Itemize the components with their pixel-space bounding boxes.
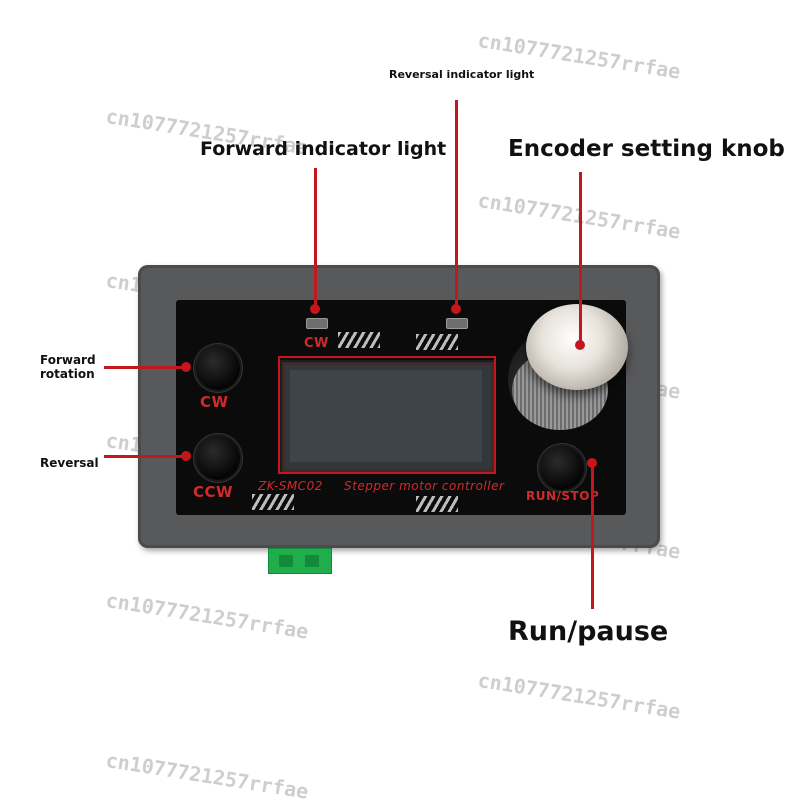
hatch-decoration (416, 334, 458, 350)
reversal-light-dot (451, 304, 461, 314)
reversal-leader (104, 455, 186, 458)
forward-rotation-dot (181, 362, 191, 372)
lcd-display-area (290, 370, 482, 462)
reversal-dot (181, 451, 191, 461)
hatch-decoration (252, 494, 294, 510)
run-pause-dot (587, 458, 597, 468)
encoder-leader (579, 172, 582, 344)
screen-frame-right (494, 356, 496, 474)
run-pause-callout: Run/pause (508, 616, 669, 647)
product-label: Stepper motor controller (344, 479, 505, 493)
hatch-decoration (338, 332, 380, 348)
terminal-pin (305, 555, 319, 567)
model-label: ZK-SMC02 (258, 479, 323, 493)
forward-light-leader (314, 168, 317, 312)
encoder-callout: Encoder setting knob (508, 136, 785, 162)
cw-button[interactable] (196, 346, 240, 390)
run-stop-button[interactable] (540, 446, 584, 490)
watermark-text: cn1077721257rrfae (104, 748, 311, 804)
forward-rotation-callout: Forward rotation (40, 353, 96, 381)
reversal-light-callout: Reversal indicator light (389, 68, 535, 81)
cw-button-label: CW (200, 393, 229, 411)
screen-frame-top (278, 356, 496, 358)
lcd-screen (280, 360, 496, 474)
reversal-callout: Reversal (40, 456, 99, 470)
forward-light-dot (310, 304, 320, 314)
reversal-light-leader (455, 100, 458, 312)
forward-light-callout: Forward indicator light (200, 138, 447, 160)
run-stop-label: RUN/STOP (526, 489, 600, 503)
terminal-connector (268, 548, 332, 574)
watermark-text: cn1077721257rrfae (104, 588, 311, 644)
terminal-pin (279, 555, 293, 567)
forward-indicator-led (306, 318, 328, 329)
screen-frame-bottom (278, 472, 496, 474)
forward-rotation-leader (104, 366, 186, 369)
hatch-decoration (416, 496, 458, 512)
reversal-indicator-led (446, 318, 468, 329)
ccw-button[interactable] (196, 436, 240, 480)
watermark-text: cn1077721257rrfae (476, 668, 683, 724)
run-pause-leader (591, 464, 594, 609)
screen-frame-left (278, 356, 280, 474)
ccw-button-label: CCW (193, 483, 234, 501)
encoder-dot (575, 340, 585, 350)
led-cw-label: CW (304, 336, 329, 351)
